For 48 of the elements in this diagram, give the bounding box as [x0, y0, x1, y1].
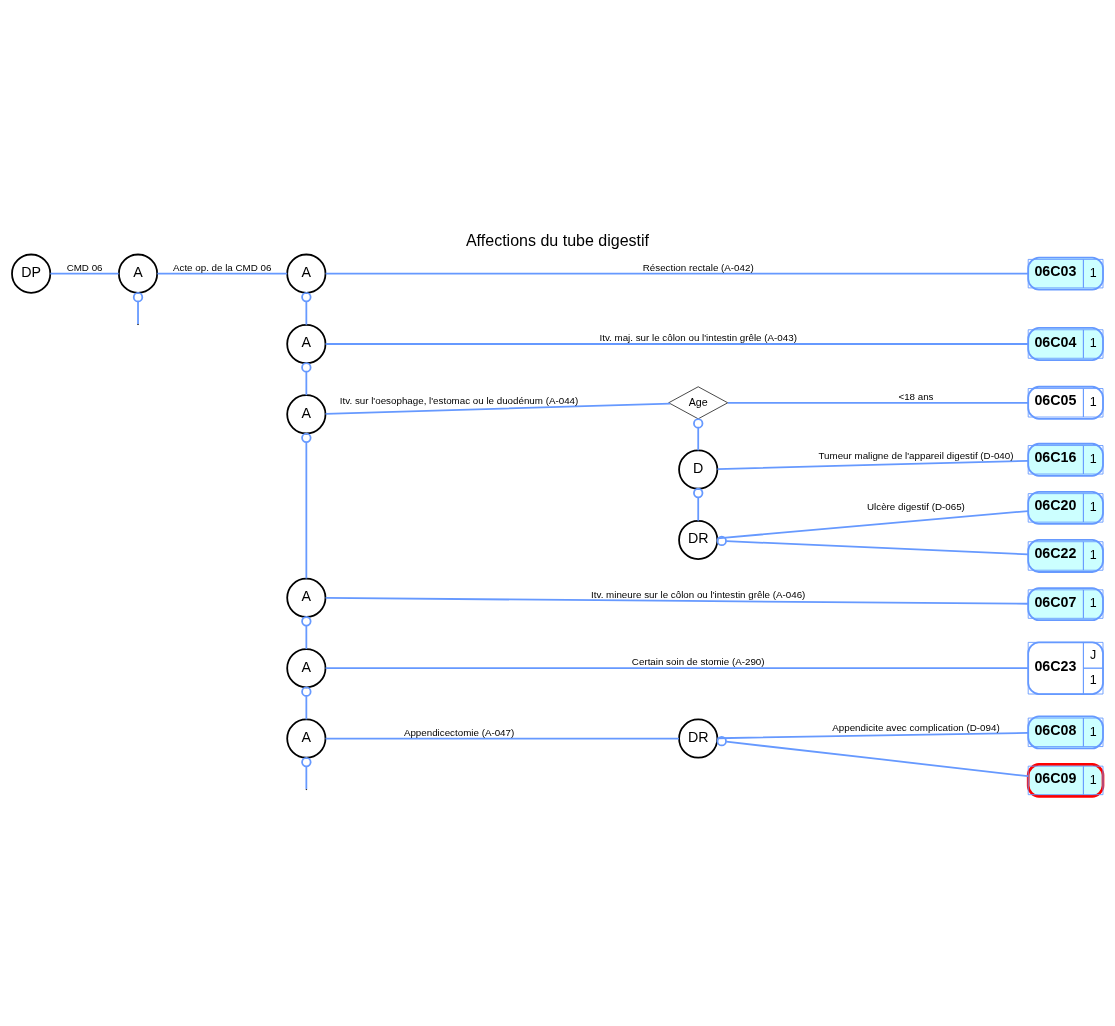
- edge-label: Appendicectomie (A-047): [403, 726, 515, 738]
- connector: [716, 735, 1030, 778]
- connector: [324, 343, 1030, 345]
- node-circle: A: [286, 718, 327, 759]
- connector: [693, 418, 704, 452]
- connector: [301, 432, 312, 580]
- edge-label: Appendicite avec complication (D-094): [832, 722, 1000, 734]
- node-diamond: Age: [668, 386, 729, 420]
- connector: [693, 487, 704, 522]
- node-circle: A: [118, 253, 159, 294]
- connector: [324, 402, 672, 415]
- node-circle: DR: [678, 718, 719, 759]
- node-circle: A: [286, 394, 327, 435]
- edge-label: CMD 06: [66, 261, 103, 273]
- connector: [726, 401, 1030, 404]
- connector: [324, 737, 680, 740]
- connector: [305, 765, 308, 790]
- diagram-title: Affections du tube digestif: [465, 230, 650, 249]
- node-circle: A: [286, 323, 327, 365]
- connector: [716, 535, 1030, 556]
- edge-label: Itv. mineure sur le côlon ou l'intestin grêle (A-046): [591, 588, 806, 600]
- connector: [716, 459, 1030, 470]
- edge-label: Résection rectale (A-042): [642, 261, 754, 273]
- connector: [301, 616, 312, 650]
- edge-label: Itv. sur l'oesophage, l'estomac ou le duodénum (A-044): [339, 395, 579, 407]
- edge-label: <18 ans: [898, 390, 934, 402]
- connector: [324, 597, 1030, 605]
- edge-label: Ulcère digestif (D-065): [867, 501, 965, 513]
- edge-label: Itv. maj. sur le côlon ou l'intestin grêle (A-043): [599, 332, 797, 344]
- node-circle: A: [286, 253, 327, 294]
- connector: [301, 291, 312, 326]
- node-circle: DP: [11, 253, 52, 294]
- connector: [156, 272, 289, 275]
- connector: [324, 272, 1030, 275]
- connector: [301, 686, 312, 721]
- connector: [716, 732, 1030, 740]
- edge-label: Tumeur maligne de l'appareil digestif (D-040): [818, 449, 1014, 461]
- node-circle: D: [678, 449, 719, 490]
- edge-label: Certain soin de stomie (A-290): [631, 656, 765, 668]
- node-circle: A: [286, 648, 327, 689]
- edge-label: Acte op. de la CMD 06: [172, 261, 272, 273]
- node-circle: DR: [678, 519, 719, 560]
- connector: [49, 272, 120, 275]
- node-circle: A: [286, 577, 327, 618]
- connector: [301, 362, 312, 396]
- connector: [716, 510, 1030, 540]
- connector: [137, 300, 139, 325]
- connector: [324, 667, 1030, 670]
